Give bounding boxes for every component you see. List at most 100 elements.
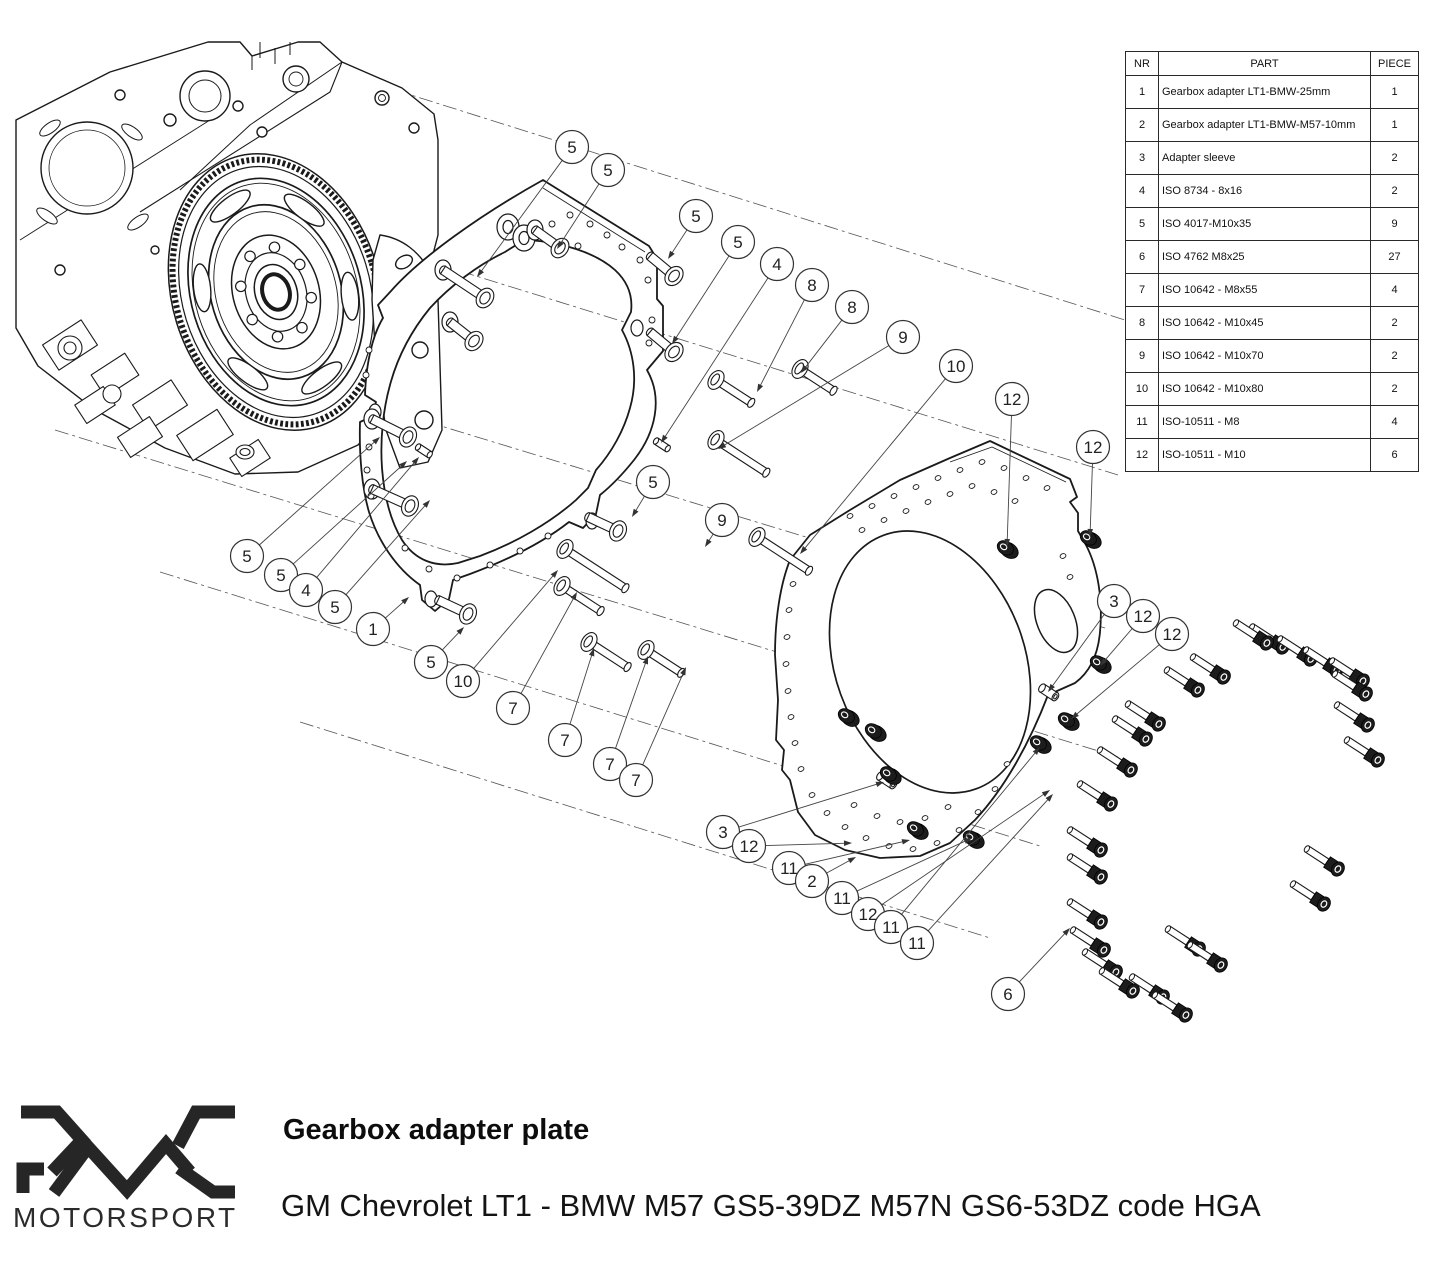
part-nr: 1 — [1125, 75, 1159, 109]
socket-screw — [1331, 670, 1373, 702]
column-header: PART — [1158, 51, 1371, 76]
flange-nut — [1029, 735, 1052, 754]
callout-5: 5 — [672, 224, 756, 344]
hex-bolt — [584, 512, 628, 542]
part-name: ISO 10642 - M10x80 — [1158, 372, 1371, 406]
socket-screw — [1096, 746, 1138, 778]
socket-screw — [1333, 701, 1375, 733]
flange-nut — [1079, 530, 1102, 549]
callout-7: 7 — [618, 667, 686, 798]
callout-9: 9 — [704, 502, 740, 547]
callout-number: 12 — [1003, 390, 1022, 409]
callout-11: 11 — [899, 794, 1053, 961]
callout-7: 7 — [495, 592, 577, 726]
socket-screw — [1186, 941, 1228, 973]
callout-8: 8 — [757, 267, 830, 392]
callout-2: 2 — [794, 857, 856, 899]
callout-11: 11 — [824, 838, 972, 916]
socket-screw — [1066, 826, 1108, 858]
hex-bolt — [434, 595, 478, 625]
callout-number: 1 — [368, 620, 377, 639]
callout-12: 12 — [1100, 598, 1161, 666]
callout-5: 5 — [413, 627, 464, 680]
callout-5: 5 — [632, 464, 671, 517]
dowel-pins — [414, 437, 671, 459]
part-qty: 2 — [1370, 141, 1419, 175]
callout-number: 5 — [426, 653, 435, 672]
callout-number: 4 — [772, 255, 781, 274]
column-header: NR — [1125, 51, 1159, 76]
adapter-plate-2 — [774, 440, 1102, 859]
flange-nut — [906, 821, 929, 840]
hex-bolt — [530, 225, 570, 259]
part-nr: 3 — [1125, 141, 1159, 175]
part-name: Adapter sleeve — [1158, 141, 1371, 175]
callout-5: 5 — [317, 500, 430, 625]
callout-5: 5 — [477, 129, 590, 277]
pan-bolt — [791, 359, 838, 396]
callout-12: 12 — [994, 381, 1030, 547]
socket-screw — [1163, 666, 1205, 698]
adapter-sleeve — [1038, 683, 1060, 702]
socket-screw — [1066, 898, 1108, 930]
callout-number: 9 — [898, 328, 907, 347]
hex-bolt — [368, 484, 420, 517]
part-name: ISO 4017-M10x35 — [1158, 207, 1371, 241]
flange-nut — [1057, 712, 1080, 731]
part-name: ISO 8734 - 8x16 — [1158, 174, 1371, 208]
callout-number: 5 — [691, 207, 700, 226]
callout-9: 9 — [718, 319, 921, 449]
callout-7: 7 — [592, 656, 648, 782]
callout-6: 6 — [990, 928, 1070, 1012]
part-qty: 2 — [1370, 306, 1419, 340]
callout-number: 11 — [780, 859, 798, 878]
callout-number: 3 — [718, 823, 727, 842]
callout-5: 5 — [229, 437, 380, 574]
dowel-pin — [652, 437, 671, 453]
callout-number: 5 — [567, 138, 576, 157]
brand-text: MOTORSPORT — [13, 1202, 238, 1233]
socket-screw — [1189, 653, 1231, 685]
callout-7: 7 — [547, 648, 595, 758]
callout-number: 5 — [648, 473, 657, 492]
socket-screw — [1343, 736, 1385, 768]
part-name: ISO 4762 M8x25 — [1158, 240, 1371, 274]
pan-bolt — [637, 640, 686, 678]
part-name: ISO 10642 - M10x45 — [1158, 306, 1371, 340]
hex-bolt — [645, 327, 684, 363]
socket-screw — [1111, 715, 1153, 747]
callout-number: 5 — [276, 566, 285, 585]
callout-5: 5 — [263, 461, 407, 593]
callout-number: 6 — [1003, 985, 1012, 1004]
page-subtitle: GM Chevrolet LT1 - BMW M57 GS5-39DZ M57N… — [281, 1188, 1261, 1223]
socket-screw — [1151, 991, 1193, 1023]
part-nr: 12 — [1125, 438, 1159, 472]
callout-4: 4 — [661, 246, 795, 443]
callout-3: 3 — [705, 781, 884, 850]
callout-12: 12 — [1071, 616, 1190, 719]
part-qty: 2 — [1370, 339, 1419, 373]
part-name: Gearbox adapter LT1-BMW-M57-10mm — [1158, 108, 1371, 142]
callout-number: 7 — [631, 771, 640, 790]
socket-screw — [1066, 853, 1108, 885]
dowel-pin — [414, 443, 433, 459]
callout-number: 3 — [1109, 592, 1118, 611]
callout-3: 3 — [1048, 583, 1132, 692]
part-name: ISO 10642 - M10x70 — [1158, 339, 1371, 373]
part-name: ISO-10511 - M8 — [1158, 405, 1371, 439]
socket-screw — [1081, 948, 1123, 980]
part-nr: 8 — [1125, 306, 1159, 340]
part-qty: 1 — [1370, 108, 1419, 142]
socket-screw — [1289, 880, 1331, 912]
